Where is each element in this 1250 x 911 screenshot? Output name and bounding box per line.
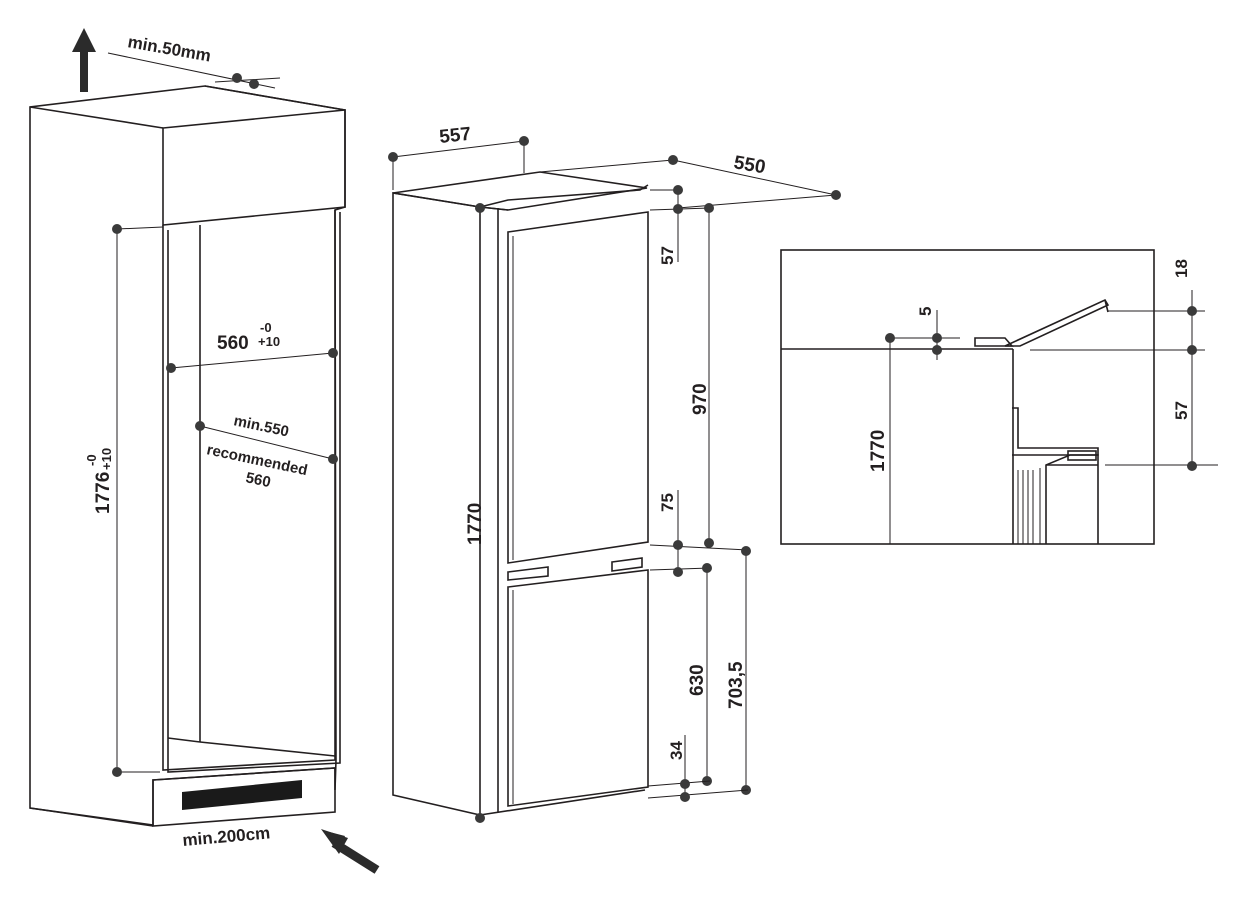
appliance-height-label: 1770 <box>465 503 486 545</box>
detail-view <box>780 249 1155 545</box>
detail-top-offset-label: 18 <box>1172 259 1191 278</box>
appliance-dimensions <box>388 136 841 823</box>
niche-width-tol-bottom: +10 <box>258 334 280 349</box>
airflow-in-arrow <box>321 829 380 874</box>
detail-step-label: 5 <box>916 307 935 316</box>
niche-width-tol-top: -0 <box>260 320 272 335</box>
bottom-gap-label: 34 <box>667 741 686 760</box>
appliance <box>392 171 649 817</box>
appliance-depth-label: 550 <box>732 152 767 178</box>
lower-total-label: 703,5 <box>726 661 747 709</box>
top-gap-label: 57 <box>658 246 677 265</box>
appliance-labels: 557 550 1770 57 970 75 630 703,5 34 <box>438 124 767 760</box>
detail-labels: 18 5 1770 57 <box>868 259 1191 472</box>
niche-height-tol-bottom: +10 <box>99 448 114 470</box>
detail-dimensions <box>885 290 1218 544</box>
detail-height-label: 1770 <box>868 430 889 472</box>
niche-dimensions <box>107 52 338 777</box>
door-gap-label: 75 <box>658 493 677 512</box>
upper-door-label: 970 <box>690 383 711 415</box>
detail-gap-label: 57 <box>1172 401 1191 420</box>
niche-height-label: 1776 <box>93 472 114 514</box>
niche-cabinet <box>29 85 346 827</box>
top-clearance-label: min.50mm <box>126 32 212 65</box>
lower-door-label: 630 <box>687 664 708 696</box>
niche-height-tol-top: -0 <box>84 454 99 466</box>
appliance-width-label: 557 <box>438 124 472 148</box>
airflow-up-arrow <box>72 28 96 92</box>
ventilation-grille <box>182 780 302 810</box>
niche-depth-recommended-value: 560 <box>244 469 272 491</box>
bottom-vent-label: min.200cm <box>182 823 271 850</box>
niche-width-label: 560 <box>217 333 249 354</box>
